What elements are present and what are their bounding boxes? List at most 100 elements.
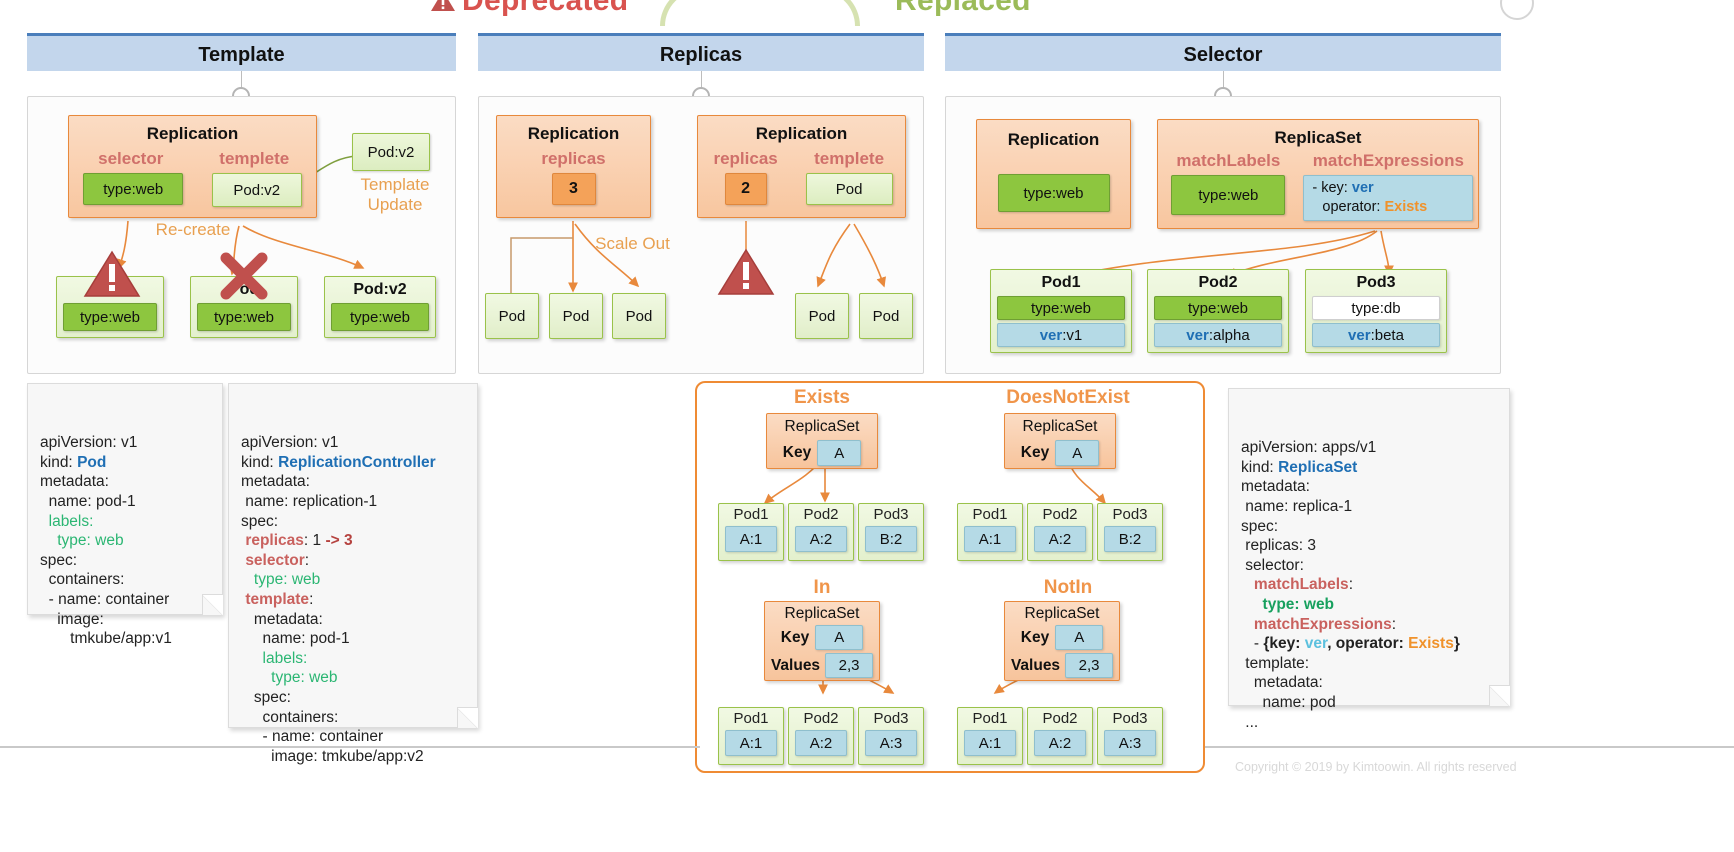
operator-pod-in-3: Pod3 A:3: [858, 707, 924, 765]
selector-pod-title-3: Pod3: [1356, 274, 1396, 291]
replicas-right-templete-label: templete: [814, 149, 885, 168]
selector-pod-type-3: type:db: [1312, 296, 1440, 320]
template-pod-card-3: Pod:v2 type:web: [324, 276, 436, 338]
note-fold-corner: [457, 707, 478, 728]
operator-pod-value: A:2: [795, 730, 847, 756]
footer-rule-left: [0, 746, 700, 748]
replicas-right-value: 2: [724, 173, 767, 205]
selector-pod-ver-key-1: ver: [1039, 326, 1063, 344]
operator-box-title-in: ReplicaSet: [784, 605, 860, 622]
selector-pod-ver-value-3: :beta: [1370, 326, 1404, 344]
template-recreate-note: Re-create: [155, 220, 231, 239]
template-update-note: Template Update: [360, 175, 430, 214]
template-pod-card-1: Pod type:web: [56, 276, 164, 338]
operator-pod-notin-1: Pod1 A:1: [957, 707, 1023, 765]
selector-pod-ver-3: ver:beta: [1312, 323, 1440, 347]
template-replication-box: Replication selector templete type:web P…: [68, 115, 317, 218]
operator-pod-exists-1: Pod1 A:1: [718, 503, 784, 561]
operator-key-value-in: A: [815, 625, 864, 650]
operator-pod-value: A:3: [1104, 730, 1156, 756]
operator-box-title-notin: ReplicaSet: [1024, 605, 1100, 622]
template-selector-label: selector: [98, 149, 164, 168]
selector-pod-title-1: Pod1: [1041, 274, 1081, 291]
operator-pod-value: A:1: [964, 526, 1016, 552]
operator-pod-title: Pod2: [1042, 710, 1078, 727]
template-pod-card-2: Pod type:web: [190, 276, 298, 338]
operator-pod-in-2: Pod2 A:2: [788, 707, 854, 765]
section-header-selector: Selector: [945, 33, 1501, 71]
template-replication-title: Replication: [146, 124, 239, 143]
operator-values-value-notin: 2,3: [1065, 653, 1114, 678]
selector-expr-key-prefix: - key:: [1312, 180, 1348, 196]
operator-pod-doesnotexist-2: Pod2 A:2: [1027, 503, 1093, 561]
template-pod-label-2: type:web: [197, 303, 291, 331]
operator-box-notin: ReplicaSet Key A Values 2,3: [1004, 601, 1120, 681]
operator-key-label-in: Key: [780, 628, 810, 646]
selector-pod-ver-value-1: :v1: [1062, 326, 1083, 344]
replicas-right-templete-value: Pod: [805, 173, 893, 205]
replicas-left-pod-3: Pod: [612, 293, 666, 339]
operator-pod-value: A:1: [725, 730, 777, 756]
operator-pod-title: Pod1: [733, 506, 769, 523]
operator-pod-title: Pod3: [1112, 506, 1148, 523]
selector-pod-type-2: type:web: [1154, 296, 1282, 320]
operator-pod-value: A:1: [964, 730, 1016, 756]
section-stem-replicas: [701, 71, 702, 96]
banner-circle-decoration: [1500, 0, 1534, 20]
replicas-left-value: 3: [551, 173, 596, 205]
operator-values-label-in: Values: [770, 656, 821, 674]
operator-box-title-exists: ReplicaSet: [784, 418, 860, 435]
operator-pod-value: A:2: [795, 526, 847, 552]
template-templete-value: Pod:v2: [211, 173, 302, 207]
template-pod-title-3: Pod:v2: [353, 281, 407, 298]
replicas-right-label: replicas: [713, 149, 778, 168]
operator-key-value-exists: A: [817, 440, 862, 466]
delete-x-icon: [220, 252, 268, 300]
operator-pod-exists-2: Pod2 A:2: [788, 503, 854, 561]
operator-pod-value: A:2: [1034, 526, 1086, 552]
selector-matchexpressions-value: - key: ver operator: Exists: [1303, 175, 1474, 221]
operator-pod-in-1: Pod1 A:1: [718, 707, 784, 765]
operator-title-exists: Exists: [794, 387, 850, 408]
template-templete-label: templete: [219, 149, 290, 168]
selector-replication-value: type:web: [997, 174, 1110, 212]
operator-key-value-notin: A: [1055, 625, 1104, 650]
replicas-left-pod-1: Pod: [485, 293, 539, 339]
note-fold-corner: [1489, 685, 1510, 706]
replicas-connectors: [510, 221, 886, 293]
operator-key-label-notin: Key: [1020, 628, 1050, 646]
operator-pod-exists-3: Pod3 B:2: [858, 503, 924, 561]
replicas-left-label: replicas: [541, 149, 606, 168]
replicas-left-title: Replication: [527, 124, 620, 143]
selector-pod-ver-value-2: :alpha: [1208, 326, 1250, 344]
operator-box-in: ReplicaSet Key A Values 2,3: [764, 601, 880, 681]
selector-expr-op-value: Exists: [1384, 199, 1428, 215]
note-rs-yaml-text: apiVersion: apps/v1 kind: ReplicaSet met…: [1241, 439, 1460, 731]
note-pod-yaml-text: apiVersion: v1 kind: Pod metadata: name:…: [40, 434, 172, 648]
banner-deprecated-label: Deprecated: [462, 0, 629, 17]
replicas-right-pod-2: Pod: [859, 293, 913, 339]
warning-triangle-icon: [431, 0, 455, 11]
operator-pod-title: Pod1: [972, 710, 1008, 727]
operator-key-label-exists: Key: [782, 444, 812, 461]
operator-title-notin: NotIn: [1043, 577, 1093, 598]
selector-replicaset-box: ReplicaSet matchLabels matchExpressions …: [1157, 119, 1479, 229]
section-stem-template: [241, 71, 242, 96]
replicas-right-title: Replication: [755, 124, 848, 143]
banner-arc-decoration: [660, 0, 860, 26]
operator-key-value-doesnotexist: A: [1055, 440, 1100, 466]
note-rc-yaml-text: apiVersion: v1 kind: ReplicationControll…: [241, 434, 436, 765]
operator-pod-title: Pod3: [1112, 710, 1148, 727]
selector-pod-ver-2: ver:alpha: [1154, 323, 1282, 347]
operator-pod-notin-3: Pod3 A:3: [1097, 707, 1163, 765]
note-rc-yaml: apiVersion: v1 kind: ReplicationControll…: [228, 383, 478, 765]
operator-pod-value: B:2: [865, 526, 917, 552]
copyright-text: Copyright © 2019 by Kimtoowin. All right…: [1235, 760, 1517, 774]
warning-triangle-icon: [717, 248, 775, 295]
operator-pod-doesnotexist-1: Pod1 A:1: [957, 503, 1023, 561]
warning-triangle-icon: [83, 250, 141, 297]
selector-pod-ver-key-2: ver: [1186, 326, 1209, 344]
template-update-chip: Pod:v2: [352, 133, 430, 171]
operator-pod-notin-2: Pod2 A:2: [1027, 707, 1093, 765]
